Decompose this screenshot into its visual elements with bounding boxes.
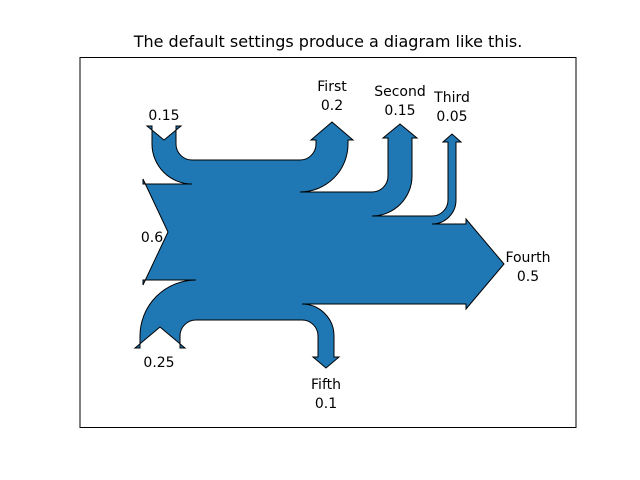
- label-third-name: Third: [433, 90, 470, 106]
- sankey-flow-polygon: [133, 121, 505, 369]
- label-fifth-value: 0.1: [315, 396, 337, 412]
- flow-labels: 0.15 0.6 0.25 First 0.2 Second 0.15 Thir…: [141, 79, 551, 412]
- label-input-bottom: 0.25: [143, 355, 174, 371]
- label-third-value: 0.05: [436, 109, 467, 125]
- label-first-value: 0.2: [321, 98, 343, 114]
- label-fourth-value: 0.5: [517, 269, 539, 285]
- label-second-name: Second: [374, 84, 426, 100]
- label-second-value: 0.15: [384, 103, 415, 119]
- axes-frame: [79, 57, 577, 428]
- label-first-name: First: [317, 79, 347, 95]
- label-fourth-name: Fourth: [505, 250, 550, 266]
- label-fifth-name: Fifth: [311, 377, 341, 393]
- label-input-top: 0.15: [148, 108, 179, 124]
- label-input-left: 0.6: [141, 230, 163, 246]
- figure-title: The default settings produce a diagram l…: [133, 32, 523, 51]
